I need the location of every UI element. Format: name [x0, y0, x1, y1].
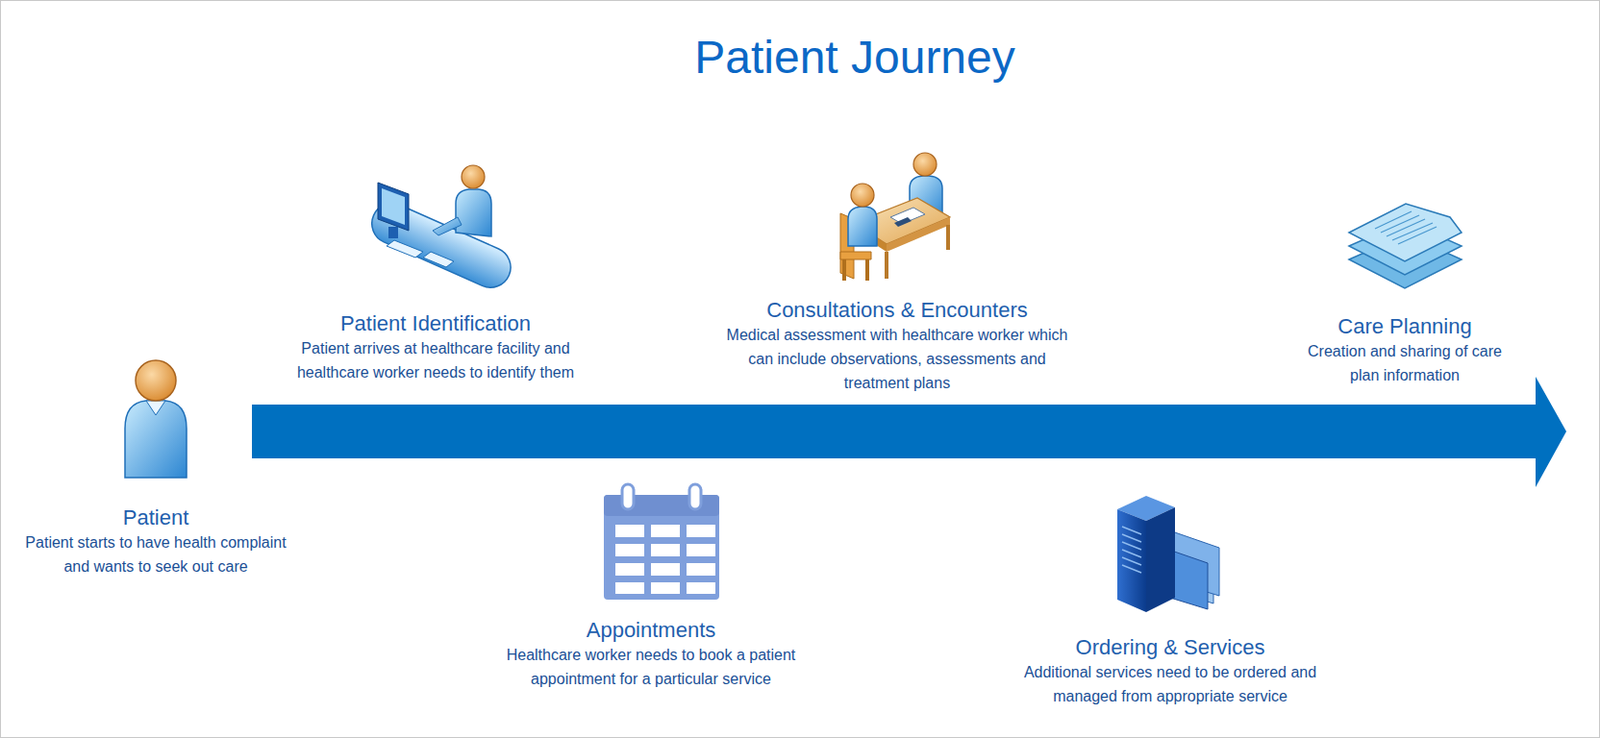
timeline-arrow	[251, 376, 1567, 488]
step-description: Creation and sharing of care plan inform…	[1292, 339, 1519, 388]
journey-step: Consultations & EncountersMedical assess…	[722, 298, 1074, 396]
step-heading: Appointments	[485, 618, 818, 644]
step-heading: Patient Identification	[267, 311, 604, 337]
step-heading: Consultations & Encounters	[722, 298, 1074, 324]
step-description: Patient arrives at healthcare facility a…	[267, 336, 604, 385]
step-description: Additional services need to be ordered a…	[1000, 660, 1342, 709]
diagram-title: Patient Journey	[470, 28, 1240, 87]
step-heading: Ordering & Services	[1000, 635, 1342, 661]
journey-step: Care PlanningCreation and sharing of car…	[1292, 314, 1519, 388]
journey-step: Ordering & ServicesAdditional services n…	[1000, 635, 1342, 709]
reception-desk-icon	[365, 165, 518, 295]
calendar-icon	[603, 484, 720, 600]
journey-step: PatientPatient starts to have health com…	[11, 505, 300, 579]
journey-step: AppointmentsHealthcare worker needs to b…	[485, 618, 818, 692]
step-heading: Care Planning	[1292, 314, 1519, 340]
journey-step: Patient IdentificationPatient arrives at…	[267, 311, 604, 385]
patient-icon	[125, 360, 187, 478]
step-description: Patient starts to have health complaint …	[11, 530, 300, 579]
step-description: Healthcare worker needs to book a patien…	[485, 643, 818, 692]
step-heading: Patient	[11, 505, 300, 531]
step-description: Medical assessment with healthcare worke…	[722, 323, 1074, 396]
server-icon	[1117, 496, 1220, 613]
consultation-icon	[840, 152, 950, 281]
documents-icon	[1349, 203, 1462, 289]
